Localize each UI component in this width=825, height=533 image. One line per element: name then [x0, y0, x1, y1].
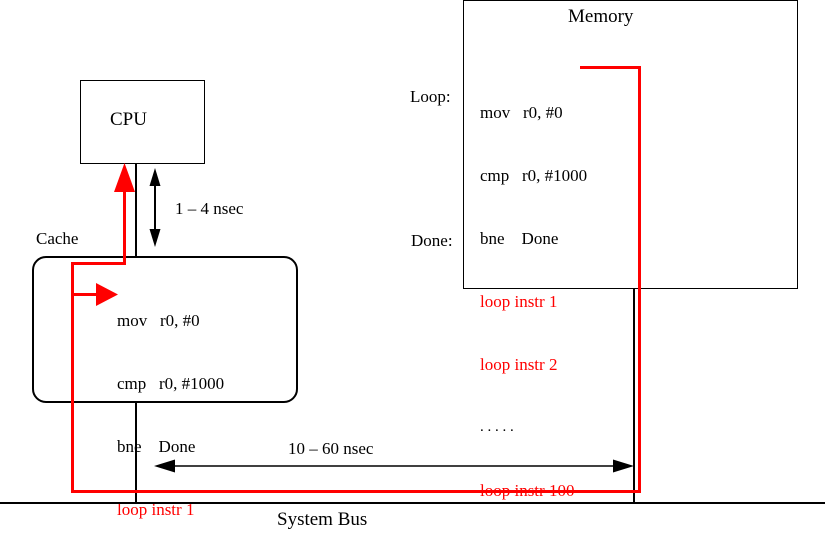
- memory-code-line: cmp r0, #1000: [480, 166, 588, 185]
- cache-code-line: cmp r0, #1000: [117, 374, 225, 393]
- red-path-cache-top: [71, 262, 126, 265]
- memory-code-block: mov r0, #0 cmp r0, #1000 bne Done loop i…: [480, 60, 587, 533]
- memory-bus-connector-line: [633, 289, 635, 502]
- red-path-right-vertical: [638, 66, 641, 493]
- cache-box: [32, 256, 298, 403]
- cache-code-line: mov r0, #0: [117, 311, 200, 330]
- cpu-cache-connector-line: [135, 164, 137, 256]
- cache-code-line: loop instr 1: [117, 500, 195, 519]
- bus-memory-timing-label: 10 – 60 nsec: [288, 439, 374, 458]
- cpu-cache-arrowhead-down: [149, 229, 161, 247]
- red-path-memory-top: [580, 66, 641, 69]
- memory-code-line: loop instr 2: [480, 355, 558, 374]
- red-path-bus-horizontal: [71, 490, 641, 493]
- cache-label: Cache: [36, 229, 79, 248]
- bus-arrowhead-right: [613, 459, 634, 473]
- memory-code-line: . . . . .: [480, 419, 514, 435]
- cpu-label: CPU: [110, 109, 147, 130]
- red-path-cpu-riser: [123, 168, 126, 264]
- memory-done-label: Done:: [411, 231, 453, 250]
- memory-code-line: mov r0, #0: [480, 103, 563, 122]
- memory-code-line: loop instr 1: [480, 292, 558, 311]
- memory-box: [463, 0, 798, 289]
- memory-code-line: bne Done: [480, 229, 559, 248]
- cpu-box: [80, 80, 205, 164]
- system-bus-label: System Bus: [277, 509, 368, 530]
- red-path-cmp-stub: [71, 293, 103, 296]
- red-path-cache-riser: [71, 262, 74, 493]
- memory-title: Memory: [568, 6, 634, 27]
- cache-code-line: bne Done: [117, 437, 196, 456]
- cpu-cache-arrowhead-up: [149, 168, 161, 186]
- memory-loop-label: Loop:: [410, 87, 451, 106]
- cpu-cache-timing-label: 1 – 4 nsec: [175, 199, 244, 218]
- system-bus-line: [0, 502, 825, 504]
- cache-code-block: mov r0, #0 cmp r0, #1000 bne Done loop i…: [117, 268, 224, 533]
- cache-bus-connector-line: [135, 403, 137, 502]
